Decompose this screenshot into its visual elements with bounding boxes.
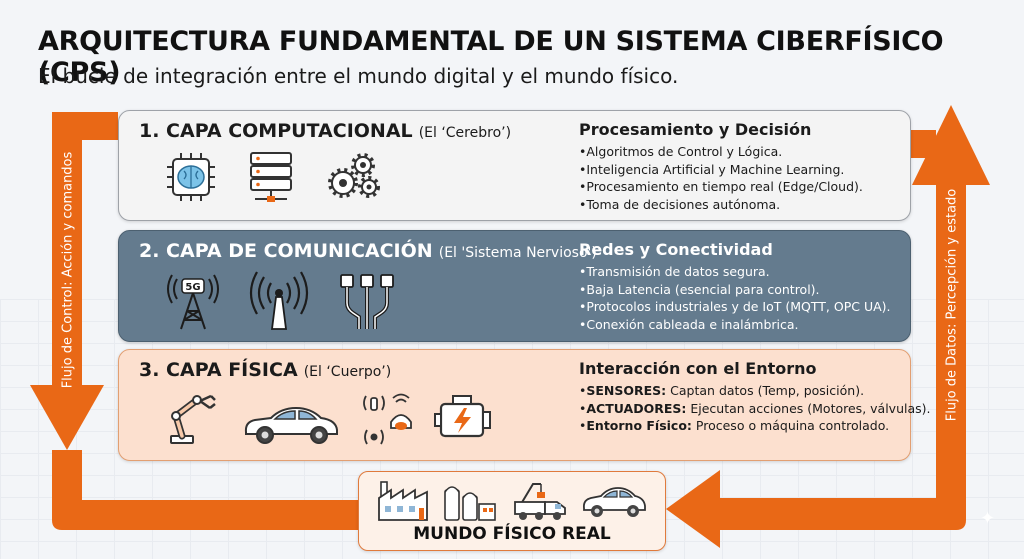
- page-subtitle: El bucle de integración entre el mundo d…: [38, 64, 679, 88]
- control-flow-shaft: [52, 112, 82, 387]
- physical-layer-panel: 3. CAPA FÍSICA (El ‘Cuerpo’): [118, 349, 931, 461]
- wireless-antenna-icon: [249, 271, 309, 330]
- sensors-icon: [363, 393, 412, 445]
- cpu-brain-icon: [167, 153, 215, 201]
- layer-alias: (El 'Sistema Nervioso'): [438, 245, 597, 261]
- server-icon: [250, 152, 292, 202]
- car-icon: [582, 487, 646, 517]
- layer-title: 2. CAPA DE COMUNICACIÓN (El 'Sistema Ner…: [139, 240, 597, 262]
- layer-alias: (El ‘Cerebro’): [418, 125, 512, 141]
- data-flow-label: Flujo de Datos: Percepción y estado: [944, 188, 960, 422]
- item-text: Captan datos (Temp, posición).: [666, 383, 865, 398]
- layer-name: 1. CAPA COMPUTACIONAL: [139, 120, 413, 142]
- control-flow-bottom: [52, 450, 358, 530]
- layer-heading: Interacción con el Entorno: [579, 359, 817, 378]
- layer-bullets: Algoritmos de Control y Lógica. Intelige…: [579, 143, 909, 213]
- layer-alias: (El ‘Cuerpo’): [303, 364, 392, 380]
- crane-truck-icon: [514, 483, 566, 520]
- item-text: Ejecutan acciones (Motores, válvulas).: [686, 400, 931, 416]
- control-flow-head: [30, 385, 104, 450]
- data-flow-bottom-head: [666, 470, 720, 548]
- layer-icons: [163, 149, 383, 205]
- list-item: Algoritmos de Control y Lógica.: [579, 143, 909, 161]
- list-item: Inteligencia Artificial y Machine Learni…: [579, 161, 909, 179]
- list-item: Entorno Físico: Proceso o máquina contro…: [579, 417, 909, 435]
- 5g-tower-icon: 5G: [167, 274, 219, 330]
- item-text: Proceso o máquina controlado.: [691, 418, 890, 433]
- car-icon: [244, 406, 338, 444]
- control-flow-label: Flujo de Control: Acción y comandos: [60, 151, 76, 389]
- svg-text:5G: 5G: [185, 282, 200, 293]
- item-label: Entorno Físico:: [586, 418, 692, 433]
- page-title: ARQUITECTURA FUNDAMENTAL DE UN SISTEMA C…: [38, 26, 944, 88]
- real-world-box: MUNDO FÍSICO REAL: [358, 471, 666, 551]
- item-label: SENSORES:: [586, 383, 667, 398]
- factory-icon: [378, 481, 428, 521]
- layer-name: 3. CAPA FÍSICA: [139, 359, 298, 381]
- world-icons: [377, 478, 647, 522]
- list-item: Transmisión de datos segura.: [579, 263, 909, 281]
- communication-layer-panel: 2. CAPA DE COMUNICACIÓN (El 'Sistema Ner…: [118, 230, 911, 342]
- layer-icons: 5G: [163, 269, 399, 331]
- layer-title: 1. CAPA COMPUTACIONAL (El ‘Cerebro’): [139, 120, 511, 142]
- world-label: MUNDO FÍSICO REAL: [413, 524, 611, 544]
- plant-icon: [444, 486, 496, 521]
- list-item: Baja Latencia (esencial para control).: [579, 281, 909, 299]
- list-item: SENSORES: Captan datos (Temp, posición).: [579, 382, 909, 400]
- list-item: Procesamiento en tiempo real (Edge/Cloud…: [579, 178, 909, 196]
- list-item: Toma de decisiones autónoma.: [579, 196, 909, 214]
- engine-actuator-icon: [434, 395, 491, 438]
- data-flow-head: [912, 105, 990, 185]
- layer-heading: Procesamiento y Decisión: [579, 120, 812, 139]
- robot-arm-icon: [170, 394, 216, 444]
- layer-info: Redes y Conectividad Transmisión de dato…: [579, 240, 909, 333]
- layer-name: 2. CAPA DE COMUNICACIÓN: [139, 240, 433, 262]
- list-item: Protocolos industriales y de IoT (MQTT, …: [579, 298, 909, 316]
- data-flow-bottom: [718, 180, 966, 530]
- layer-heading: Redes y Conectividad: [579, 240, 773, 259]
- list-item: Conexión cableada e inalámbrica.: [579, 316, 909, 334]
- computational-layer-panel: 1. CAPA COMPUTACIONAL (El ‘Cerebro’): [118, 110, 911, 221]
- ethernet-cables-icon: [340, 274, 394, 329]
- sparkle-icon: ✦: [980, 508, 996, 529]
- list-item: ACTUADORES: Ejecutan acciones (Motores, …: [579, 400, 930, 418]
- layer-info: Procesamiento y Decisión Algoritmos de C…: [579, 120, 909, 213]
- gears-icon: [328, 153, 380, 198]
- layer-bullets: Transmisión de datos segura. Baja Latenc…: [579, 263, 909, 333]
- item-label: ACTUADORES:: [586, 400, 687, 416]
- layer-title: 3. CAPA FÍSICA (El ‘Cuerpo’): [139, 359, 391, 381]
- control-flow-top: [82, 112, 118, 140]
- layer-icons: [163, 388, 493, 446]
- data-flow-connector: [911, 130, 936, 158]
- layer-info: Interacción con el Entorno SENSORES: Cap…: [579, 359, 931, 435]
- layer-bullets: SENSORES: Captan datos (Temp, posición).…: [579, 382, 930, 435]
